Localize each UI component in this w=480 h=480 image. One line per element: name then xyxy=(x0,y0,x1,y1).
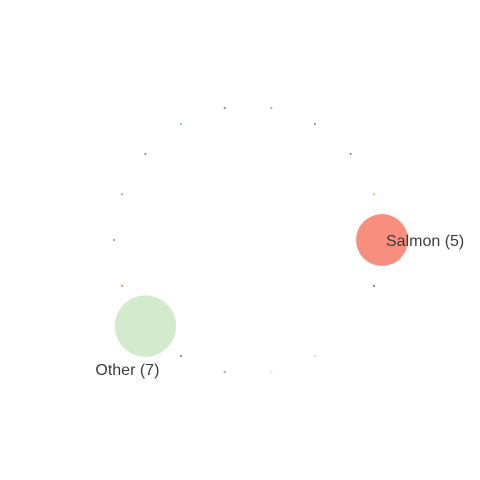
small-node-10 xyxy=(121,284,124,287)
small-node-6 xyxy=(179,122,183,126)
small-node-5 xyxy=(223,106,226,110)
node-other xyxy=(114,295,177,357)
small-node-15 xyxy=(372,284,375,287)
labelled-nodes xyxy=(114,214,408,357)
small-node-11 xyxy=(179,354,183,358)
small-node-12 xyxy=(223,370,226,374)
small-node-4 xyxy=(270,106,273,110)
node-label-salmon: Salmon (5) xyxy=(386,233,464,250)
small-node-2 xyxy=(349,152,352,155)
small-node-8 xyxy=(121,193,124,196)
small-nodes xyxy=(112,106,375,374)
small-node-1 xyxy=(372,193,375,196)
small-node-3 xyxy=(313,122,317,126)
small-node-13 xyxy=(270,370,273,374)
small-node-7 xyxy=(144,152,147,155)
small-node-14 xyxy=(313,354,317,358)
node-salmon xyxy=(356,214,408,266)
small-node-9 xyxy=(112,238,116,242)
node-label-other: Other (7) xyxy=(95,362,159,379)
node-labels: Salmon (5) Other (7) xyxy=(95,233,464,379)
